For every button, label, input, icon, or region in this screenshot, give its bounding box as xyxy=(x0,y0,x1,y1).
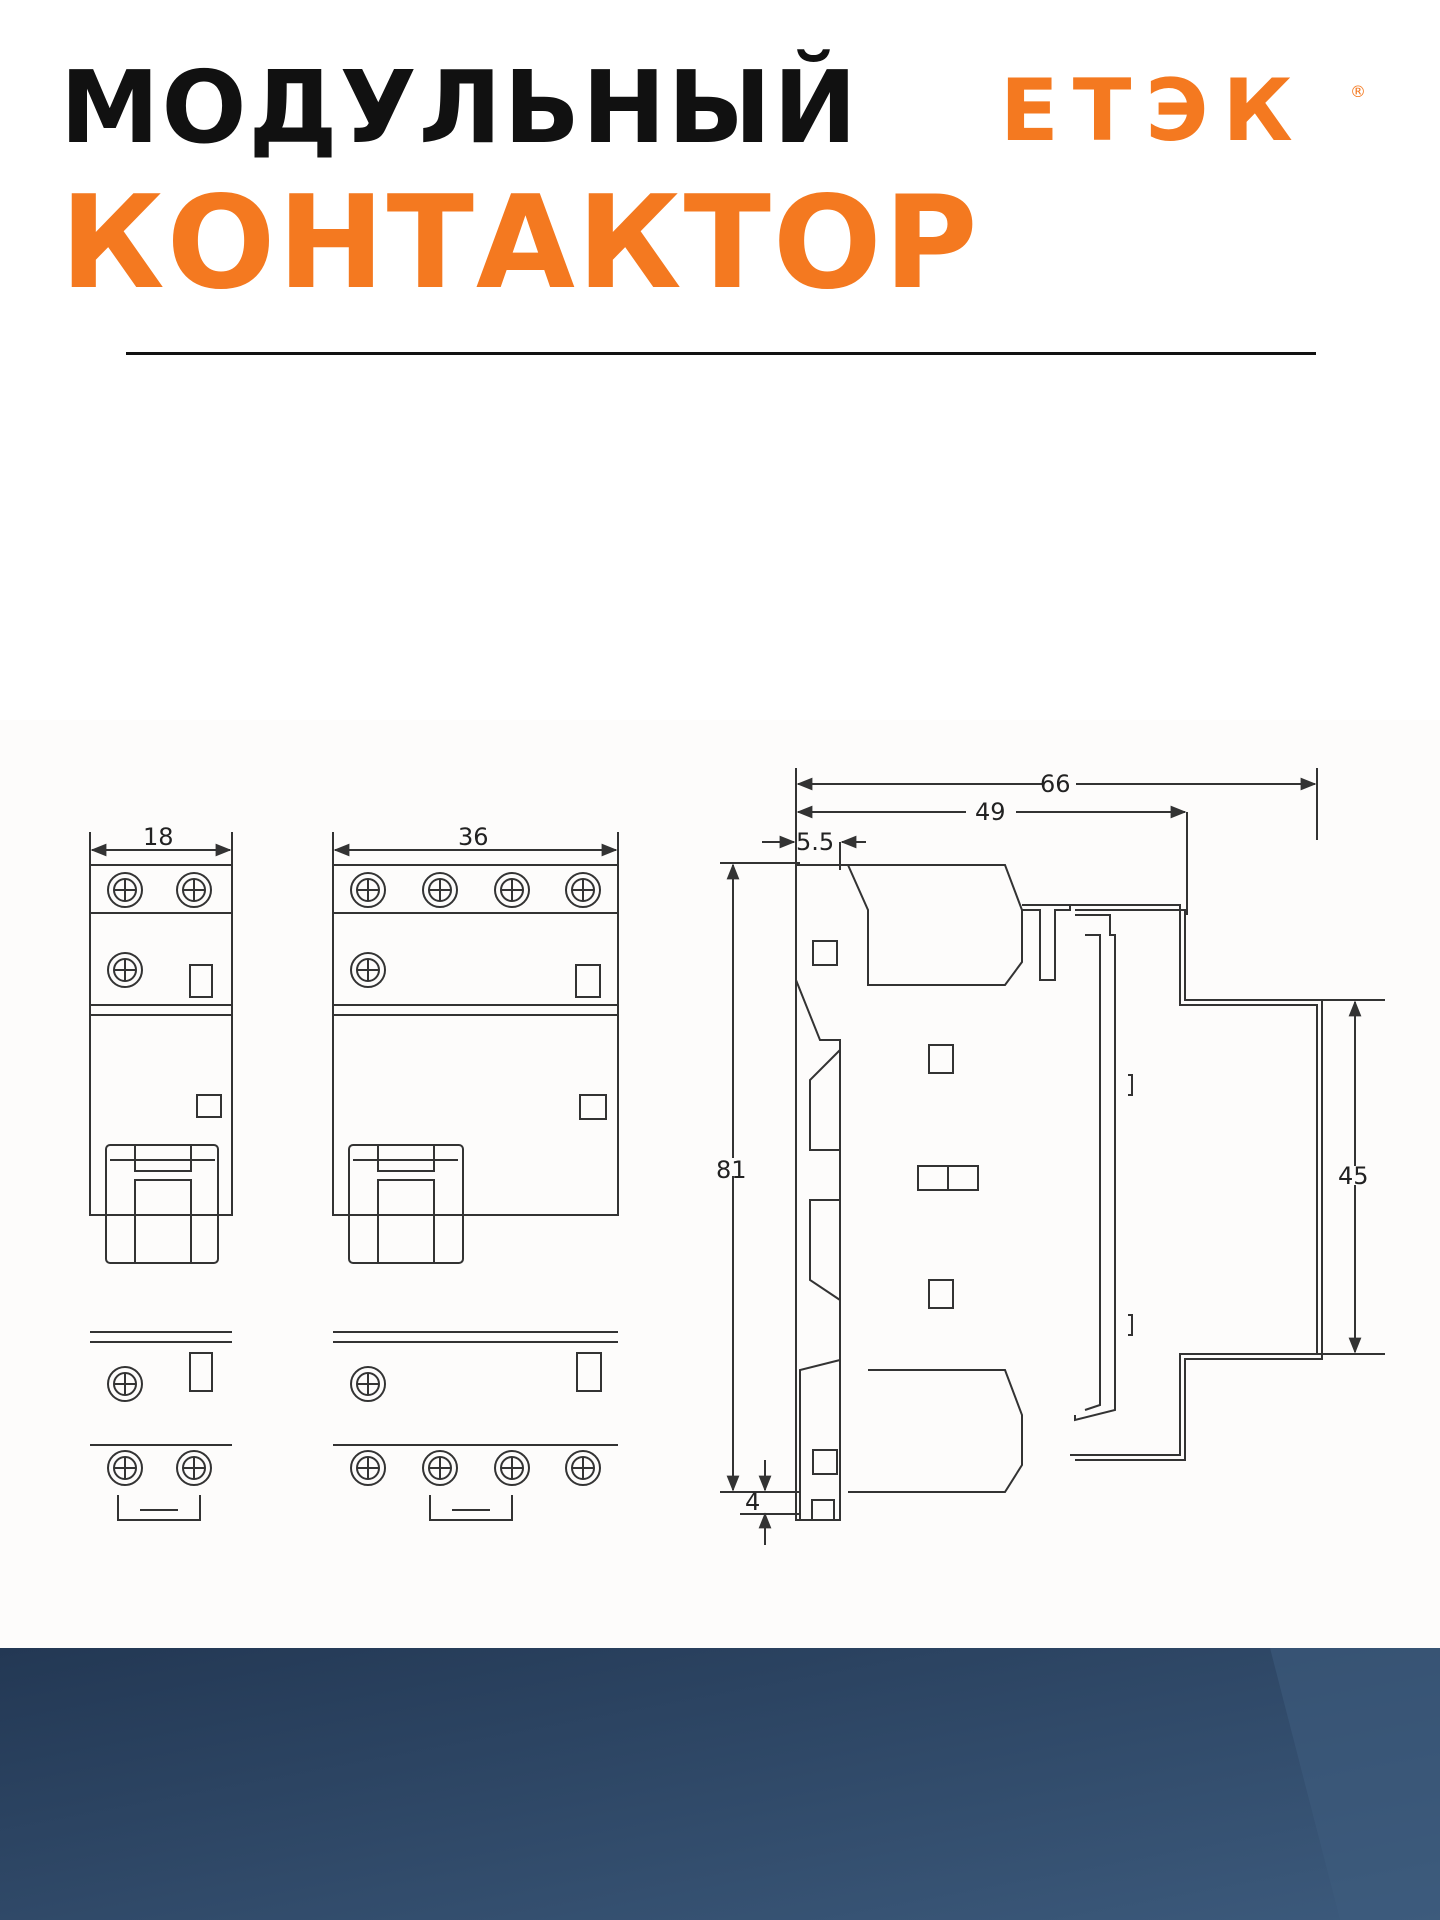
drawing-background xyxy=(0,720,1440,1648)
dim-foot-4: 4 xyxy=(745,1488,760,1516)
dim-rail-45: 45 xyxy=(1338,1162,1369,1190)
dim-depth-66: 66 xyxy=(1040,770,1071,798)
registered-mark: ® xyxy=(1350,82,1366,101)
header-divider xyxy=(126,352,1316,355)
dim-depth-49: 49 xyxy=(975,798,1006,826)
dim-width-36: 36 xyxy=(458,823,489,851)
front-view-1-module xyxy=(89,832,233,1521)
footer-band xyxy=(0,1648,1440,1920)
side-view xyxy=(720,768,1385,1545)
title-line-2: КОНТАКТОР xyxy=(60,169,980,318)
dim-width-18: 18 xyxy=(143,823,174,851)
front-view-2-module xyxy=(332,832,619,1521)
dim-offset-5-5: 5.5 xyxy=(796,828,834,856)
title-line-1: МОДУЛЬНЫЙ xyxy=(60,49,859,166)
brand-logo: ЕТЭК xyxy=(1000,61,1307,161)
dimension-drawing: 18 36 xyxy=(89,768,1385,1545)
dim-height-81: 81 xyxy=(716,1156,747,1184)
